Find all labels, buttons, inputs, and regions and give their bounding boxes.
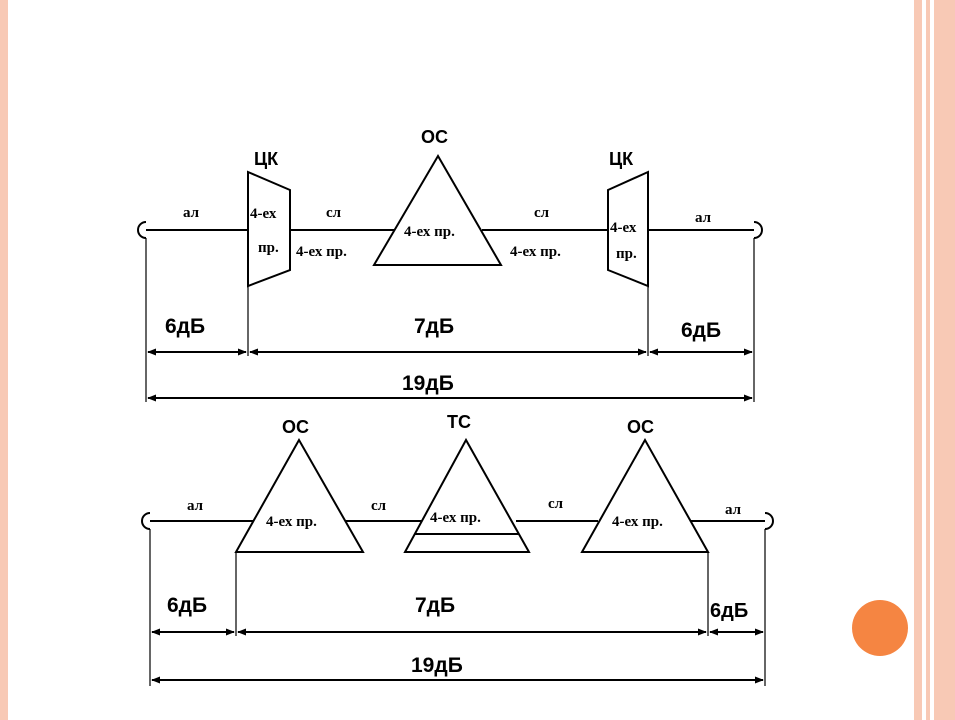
- top-os-label: ОС: [421, 127, 448, 147]
- bottom-os-right-shape: [580, 437, 710, 553]
- top-al-left-label: ал: [183, 205, 200, 221]
- bottom-sl-left-label: сл: [371, 498, 387, 514]
- bottom-al-left-label: ал: [187, 498, 204, 514]
- bottom-db-left: 6дБ: [167, 594, 207, 617]
- bottom-ts-inner-text: 4-ех пр.: [430, 510, 481, 526]
- slide-border-left: [0, 0, 8, 720]
- top-os-shape: [372, 154, 503, 266]
- top-db-total: 19дБ: [402, 372, 454, 395]
- top-sl-right-sub-label: 4-ех пр.: [510, 244, 561, 260]
- bottom-sl-right-label: сл: [548, 496, 564, 512]
- top-ck-right-text2: пр.: [616, 246, 637, 262]
- bottom-os-left-shape: [234, 437, 365, 553]
- top-os-inner-text: 4-ех пр.: [404, 224, 455, 240]
- top-al-right-label: ал: [695, 210, 712, 226]
- top-db-mid: 7дБ: [414, 315, 454, 338]
- slide-border-right-inner: [914, 0, 922, 720]
- bottom-left-terminal: [141, 512, 151, 530]
- bottom-db-total: 19дБ: [411, 654, 463, 677]
- bottom-diagram: 4-ех пр. 4-ех пр. 4-ех пр. ОС ТС ОС ал с…: [141, 412, 774, 686]
- top-left-terminal: [137, 221, 147, 239]
- bottom-os-right-label: ОС: [627, 417, 654, 437]
- top-ck-right-label: ЦК: [609, 149, 634, 169]
- top-sl-right-label: сл: [534, 205, 550, 221]
- top-ck-left-shape: [247, 170, 291, 288]
- slide-border-right-outer: [934, 0, 955, 720]
- bottom-db-right: 6дБ: [710, 600, 748, 622]
- decorative-orange-dot: [852, 600, 908, 656]
- bottom-os-left-inner-text: 4-ех пр.: [266, 514, 317, 530]
- top-db-left: 6дБ: [165, 315, 205, 338]
- bottom-ts-shape: [403, 437, 531, 553]
- top-ck-right-text1: 4-ех: [610, 220, 637, 236]
- bottom-al-right-label: ал: [725, 502, 742, 518]
- bottom-ts-label: ТС: [447, 412, 471, 432]
- top-ck-left-text1: 4-ех: [250, 206, 277, 222]
- top-db-right: 6дБ: [681, 319, 721, 342]
- bottom-os-left-label: ОС: [282, 417, 309, 437]
- bottom-os-right-inner-text: 4-ех пр.: [612, 514, 663, 530]
- top-ck-left-label: ЦК: [254, 149, 279, 169]
- slide-border-right-middle: [926, 0, 930, 720]
- bottom-db-mid: 7дБ: [415, 594, 455, 617]
- top-diagram: 4-ех пр. 4-ех пр. 4-ех пр. ЦК ОС ЦК ал с…: [137, 127, 763, 402]
- top-sl-left-label: сл: [326, 205, 342, 221]
- top-ck-left-text2: пр.: [258, 240, 279, 256]
- bottom-right-terminal: [764, 512, 774, 530]
- top-sl-left-sub-label: 4-ех пр.: [296, 244, 347, 260]
- top-right-terminal: [753, 221, 763, 239]
